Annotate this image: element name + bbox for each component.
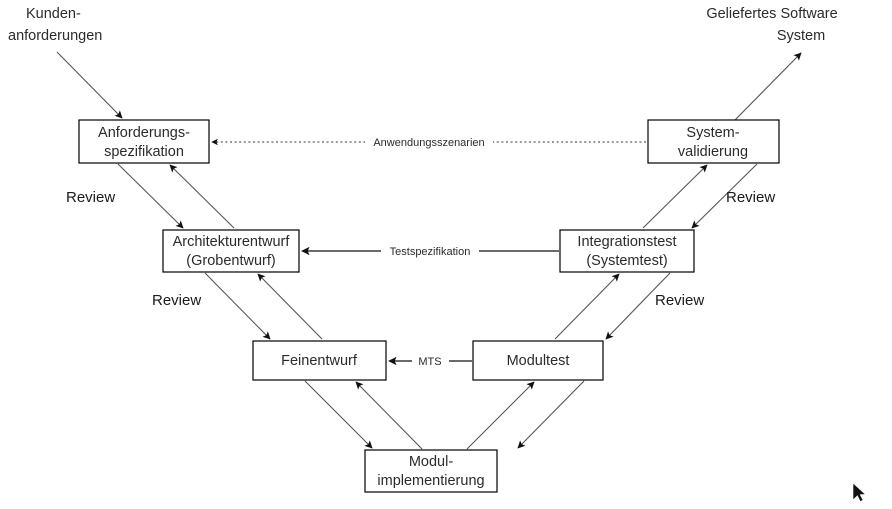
edge-label-mts: MTS xyxy=(418,356,441,368)
arrow-kundenanforderungen-to-anforderungsspezifikation xyxy=(56,51,123,119)
arrow-architekturentwurf-to-feinentwurf xyxy=(204,272,271,340)
arrow-architekturentwurf-to-anforderungsspezifikation xyxy=(169,164,235,229)
node-integrationstest-line2: (Systemtest) xyxy=(586,253,667,269)
label-kundenanforderungen-line1: Kunden- xyxy=(26,6,81,22)
label-geliefertes-software-system-line2: System xyxy=(777,28,825,44)
node-systemvalidierung-rect[interactable] xyxy=(647,119,780,164)
node-systemvalidierung[interactable]: System- validierung xyxy=(647,119,780,164)
label-review-right-lower: Review xyxy=(655,292,704,309)
node-architekturentwurf-line1: Architekturentwurf xyxy=(173,234,291,250)
node-feinentwurf-line1: Feinentwurf xyxy=(281,353,358,369)
arrow-modulimplementierung-to-modultest xyxy=(466,381,535,450)
node-modulimplementierung-rect[interactable] xyxy=(364,449,498,493)
arrow-feinentwurf-to-modulimplementierung xyxy=(304,380,373,449)
label-kundenanforderungen-line2: anforderungen xyxy=(8,28,102,44)
node-systemvalidierung-line2: validierung xyxy=(678,144,748,160)
arrow-systemvalidierung-to-geliefertes-system xyxy=(734,52,802,121)
mts-label-bg xyxy=(412,353,449,370)
arrow-feinentwurf-to-architekturentwurf xyxy=(257,273,323,340)
label-geliefertes-software-system-line1: Geliefertes Software xyxy=(706,6,837,22)
node-modulimplementierung[interactable]: Modul- implementierung xyxy=(364,449,498,493)
node-modulimplementierung-line2: implementierung xyxy=(377,473,484,489)
arrow-anforderungsspezifikation-to-architekturentwurf xyxy=(117,163,184,229)
node-feinentwurf[interactable]: Feinentwurf xyxy=(252,340,387,381)
arrow-modultest-to-integrationstest xyxy=(554,273,620,340)
edge-label-testspezifikation: Testspezifikation xyxy=(390,246,471,258)
node-modultest-line1: Modultest xyxy=(507,353,570,369)
arrow-modultest-to-modulimplementierung xyxy=(517,380,585,449)
label-review-left-lower: Review xyxy=(152,292,201,309)
node-modultest-rect[interactable] xyxy=(472,340,604,381)
node-anforderungsspezifikation[interactable]: Anforderungs- spezifikation xyxy=(78,119,210,164)
arrow-systemvalidierung-to-integrationstest xyxy=(691,163,758,229)
node-anforderungsspezifikation-line2: spezifikation xyxy=(104,144,184,160)
arrow-modulimplementierung-to-feinentwurf xyxy=(355,381,423,450)
arrow-integrationstest-to-systemvalidierung xyxy=(642,164,708,229)
label-review-left-upper: Review xyxy=(66,189,115,206)
node-anforderungsspezifikation-rect[interactable] xyxy=(78,119,210,164)
mouse-cursor-icon xyxy=(852,482,867,503)
label-review-right-upper: Review xyxy=(726,189,775,206)
node-modultest[interactable]: Modultest xyxy=(472,340,604,381)
node-anforderungsspezifikation-line1: Anforderungs- xyxy=(98,125,190,141)
edge-label-anwendungsszenarien: Anwendungsszenarien xyxy=(373,137,484,149)
node-integrationstest-line1: Integrationstest xyxy=(577,234,676,250)
node-systemvalidierung-line1: System- xyxy=(686,125,739,141)
node-architekturentwurf-line2: (Grobentwurf) xyxy=(186,253,275,269)
testspezifikation-label-bg xyxy=(381,243,479,260)
node-architekturentwurf-rect[interactable] xyxy=(162,229,300,273)
node-modulimplementierung-line1: Modul- xyxy=(409,454,453,470)
arrow-integrationstest-to-modultest xyxy=(605,272,671,340)
node-feinentwurf-rect[interactable] xyxy=(252,340,387,381)
node-architekturentwurf[interactable]: Architekturentwurf (Grobentwurf) xyxy=(162,229,300,273)
anwendungsszenarien-label-bg xyxy=(365,134,493,151)
node-integrationstest[interactable]: Integrationstest (Systemtest) xyxy=(559,229,695,273)
node-integrationstest-rect[interactable] xyxy=(559,229,695,273)
